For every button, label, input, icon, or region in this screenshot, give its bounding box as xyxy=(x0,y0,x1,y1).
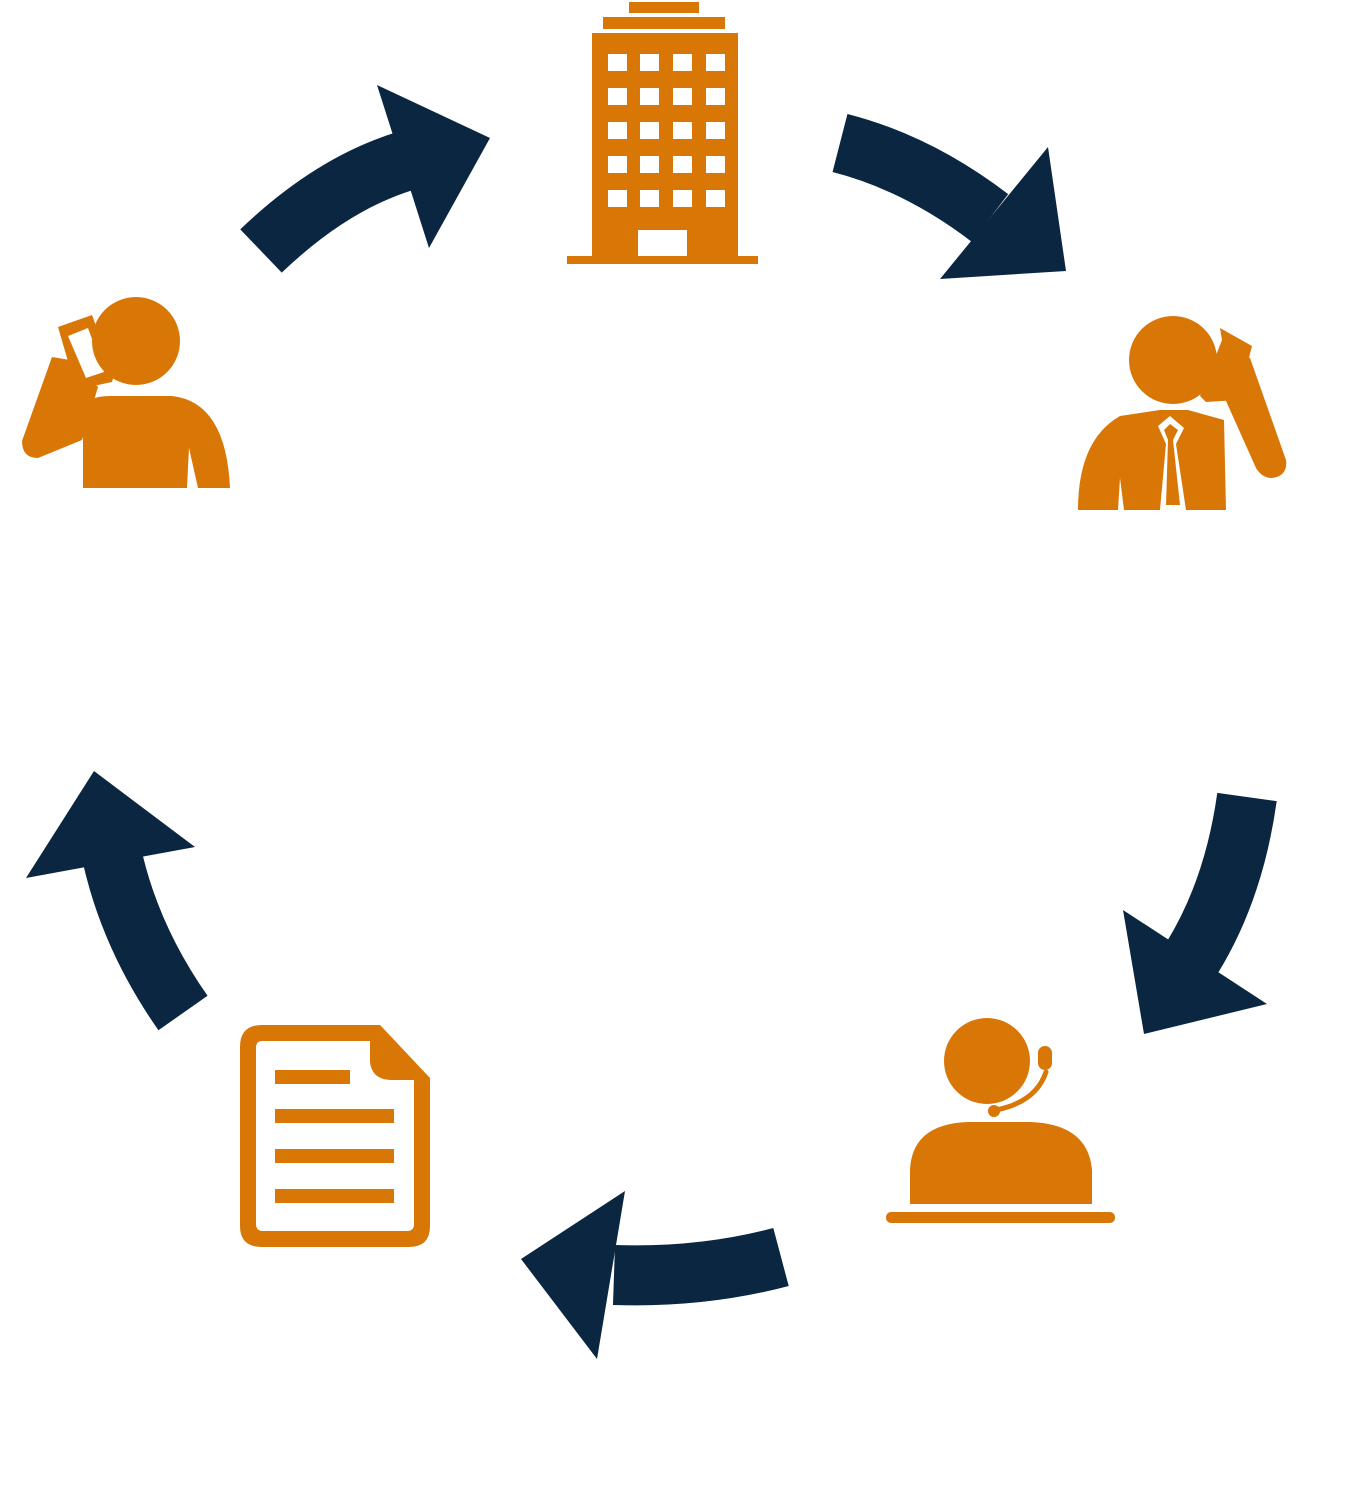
building-window xyxy=(673,122,692,139)
building-window xyxy=(706,190,725,207)
building-window xyxy=(608,88,627,105)
building-window xyxy=(608,156,627,173)
building-window xyxy=(640,122,659,139)
arrow-document-to-customer xyxy=(26,771,208,1031)
building-window xyxy=(706,122,725,139)
office-building-icon xyxy=(567,2,758,264)
building-window xyxy=(673,54,692,71)
arrow-agent-to-document xyxy=(521,1191,789,1359)
building-window xyxy=(706,156,725,173)
building-window xyxy=(673,156,692,173)
building-window xyxy=(640,88,659,105)
building-window xyxy=(608,190,627,207)
person-phone-icon xyxy=(22,297,230,488)
building-window xyxy=(640,156,659,173)
cycle-arrows xyxy=(26,85,1277,1359)
arrow-customer-to-building xyxy=(240,85,490,273)
building-window xyxy=(673,190,692,207)
building-window xyxy=(640,54,659,71)
building-window xyxy=(706,88,725,105)
businessman-phone-icon xyxy=(1078,316,1287,510)
headset-agent-icon xyxy=(886,1018,1115,1223)
building-window xyxy=(608,54,627,71)
building-window xyxy=(608,122,627,139)
building-window xyxy=(706,54,725,71)
arrow-building-to-businessman xyxy=(832,113,1066,279)
building-window xyxy=(640,190,659,207)
document-icon xyxy=(240,1025,430,1247)
building-window xyxy=(673,88,692,105)
arrow-businessman-to-agent xyxy=(1123,792,1277,1034)
